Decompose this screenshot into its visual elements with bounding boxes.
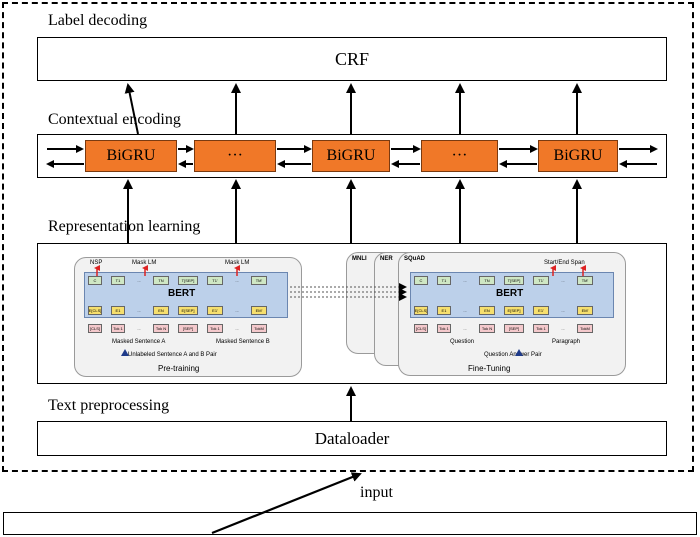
finetuning-span-label: Start/End Span	[544, 260, 585, 266]
crf-box: CRF	[37, 37, 667, 81]
finetuning-emb-token-4: E[SEP]	[504, 306, 524, 315]
pretraining-input-token-6: ...	[235, 326, 239, 331]
bigru-cell-3: BiGRU	[312, 140, 390, 172]
finetuning-pair-arrow	[515, 349, 523, 356]
finetuning-tab-ner: NER	[380, 256, 393, 262]
pretraining-caption: Pre-training	[158, 364, 200, 373]
label-decoding-title: Label decoding	[48, 12, 148, 29]
bigru-cell-1: BiGRU	[85, 140, 177, 172]
representation-learning-title: Representation learning	[48, 218, 201, 235]
finetuning-top-token-0: C	[414, 276, 428, 285]
finetuning-emb-token-6: ...	[561, 308, 565, 313]
finetuning-top-token-6: ...	[561, 278, 565, 283]
pretraining-emb-token-4: E[SEP]	[178, 306, 198, 315]
pretraining-top-token-6: ...	[235, 278, 239, 283]
finetuning-top-token-3: TN	[479, 276, 495, 285]
finetuning-caption: Fine-Tuning	[468, 364, 511, 373]
bigru-cell-4: ···	[421, 140, 498, 172]
arrow-bigru1-crf	[124, 83, 139, 135]
pretraining-emb-token-5: E1'	[207, 306, 223, 315]
pretraining-top-token-7: TM'	[251, 276, 267, 285]
finetuning-emb-token-7: EM'	[577, 306, 593, 315]
finetuning-top-token-4: T[SEP]	[504, 276, 524, 285]
finetuning-input-token-4: [SEP]	[504, 324, 524, 333]
finetuning-top-token-7: TM'	[577, 276, 593, 285]
pretraining-input-token-2: ...	[137, 326, 141, 331]
finetuning-bert-label: BERT	[496, 288, 524, 299]
pretraining-emb-token-6: ...	[235, 308, 239, 313]
pretraining-pair-label: Unlabeled Sentence A and B Pair	[128, 352, 217, 358]
input-box	[3, 512, 697, 535]
bigru-cell-5: BiGRU	[538, 140, 618, 172]
pretraining-emb-token-7: EM'	[251, 306, 267, 315]
pretraining-emb-token-3: EN	[153, 306, 169, 315]
pretraining-pair-arrow	[121, 349, 129, 356]
pretraining-top-token-0: C	[88, 276, 102, 285]
pretraining-masklm-label-1: Mask LM	[132, 260, 157, 266]
pretraining-sentence-b: Masked Sentence B	[216, 339, 270, 345]
finetuning-emb-token-3: EN	[479, 306, 495, 315]
pretraining-top-token-4: T[SEP]	[178, 276, 198, 285]
pretraining-emb-token-1: E1	[111, 306, 125, 315]
finetuning-question-label: Question	[450, 339, 475, 345]
finetuning-input-token-3: Tok N	[479, 324, 495, 333]
arrow-input-dataloader	[211, 472, 362, 535]
pretraining-top-token-3: TN	[153, 276, 169, 285]
pretraining-input-token-1: Tok 1	[111, 324, 125, 333]
pretraining-masklm-label-2: Mask LM	[225, 260, 250, 266]
model-frame	[2, 2, 694, 472]
pretraining-top-token-2: ...	[137, 278, 141, 283]
bigru-cell-2: ···	[194, 140, 276, 172]
transfer-arrows	[290, 283, 407, 301]
finetuning-emb-token-5: E1'	[533, 306, 549, 315]
dataloader-label: Dataloader	[314, 428, 390, 448]
input-title: input	[360, 484, 393, 501]
crf-label: CRF	[334, 48, 370, 69]
pretraining-top-token-5: T1'	[207, 276, 223, 285]
finetuning-pair-label: Question Answer Pair	[484, 352, 542, 358]
pretraining-input-token-4: [SEP]	[178, 324, 198, 333]
pretraining-nsp-label: NSP	[90, 260, 103, 266]
pretraining-red-arrows	[94, 265, 240, 276]
pretraining-bert-label: BERT	[168, 288, 196, 299]
text-preprocessing-title: Text preprocessing	[48, 397, 170, 414]
finetuning-paragraph-label: Paragraph	[552, 339, 581, 345]
contextual-encoding-title: Contextual encoding	[48, 111, 181, 128]
pretraining-input-token-3: Tok N	[153, 324, 169, 333]
pretraining-input-token-0: [CLS]	[88, 324, 102, 333]
pretraining-emb-token-0: E[CLS]	[88, 306, 102, 315]
pretraining-top-token-1: T1	[111, 276, 125, 285]
finetuning-emb-token-1: E1	[437, 306, 451, 315]
finetuning-input-token-0: [CLS]	[414, 324, 428, 333]
finetuning-emb-token-2: ...	[463, 308, 467, 313]
finetuning-red-arrows	[550, 265, 586, 276]
finetuning-top-token-2: ...	[463, 278, 467, 283]
finetuning-input-token-1: Tok 1	[437, 324, 451, 333]
finetuning-input-token-6: ...	[561, 326, 565, 331]
finetuning-input-token-2: ...	[463, 326, 467, 331]
pretraining-sentence-a: Masked Sentence A	[112, 339, 166, 345]
pretraining-input-token-5: Tok 1	[207, 324, 223, 333]
dataloader-box: Dataloader	[37, 421, 667, 456]
pretraining-input-token-7: TokM	[251, 324, 267, 333]
pretraining-emb-token-2: ...	[137, 308, 141, 313]
finetuning-tab-mnli: MNLI	[352, 256, 367, 262]
finetuning-tab-squad: SQuAD	[404, 256, 425, 262]
finetuning-emb-token-0: E[CLS]	[414, 306, 428, 315]
finetuning-top-token-5: T1'	[533, 276, 549, 285]
finetuning-top-token-1: T1	[437, 276, 451, 285]
finetuning-input-token-5: Tok 1	[533, 324, 549, 333]
finetuning-input-token-7: TokM	[577, 324, 593, 333]
